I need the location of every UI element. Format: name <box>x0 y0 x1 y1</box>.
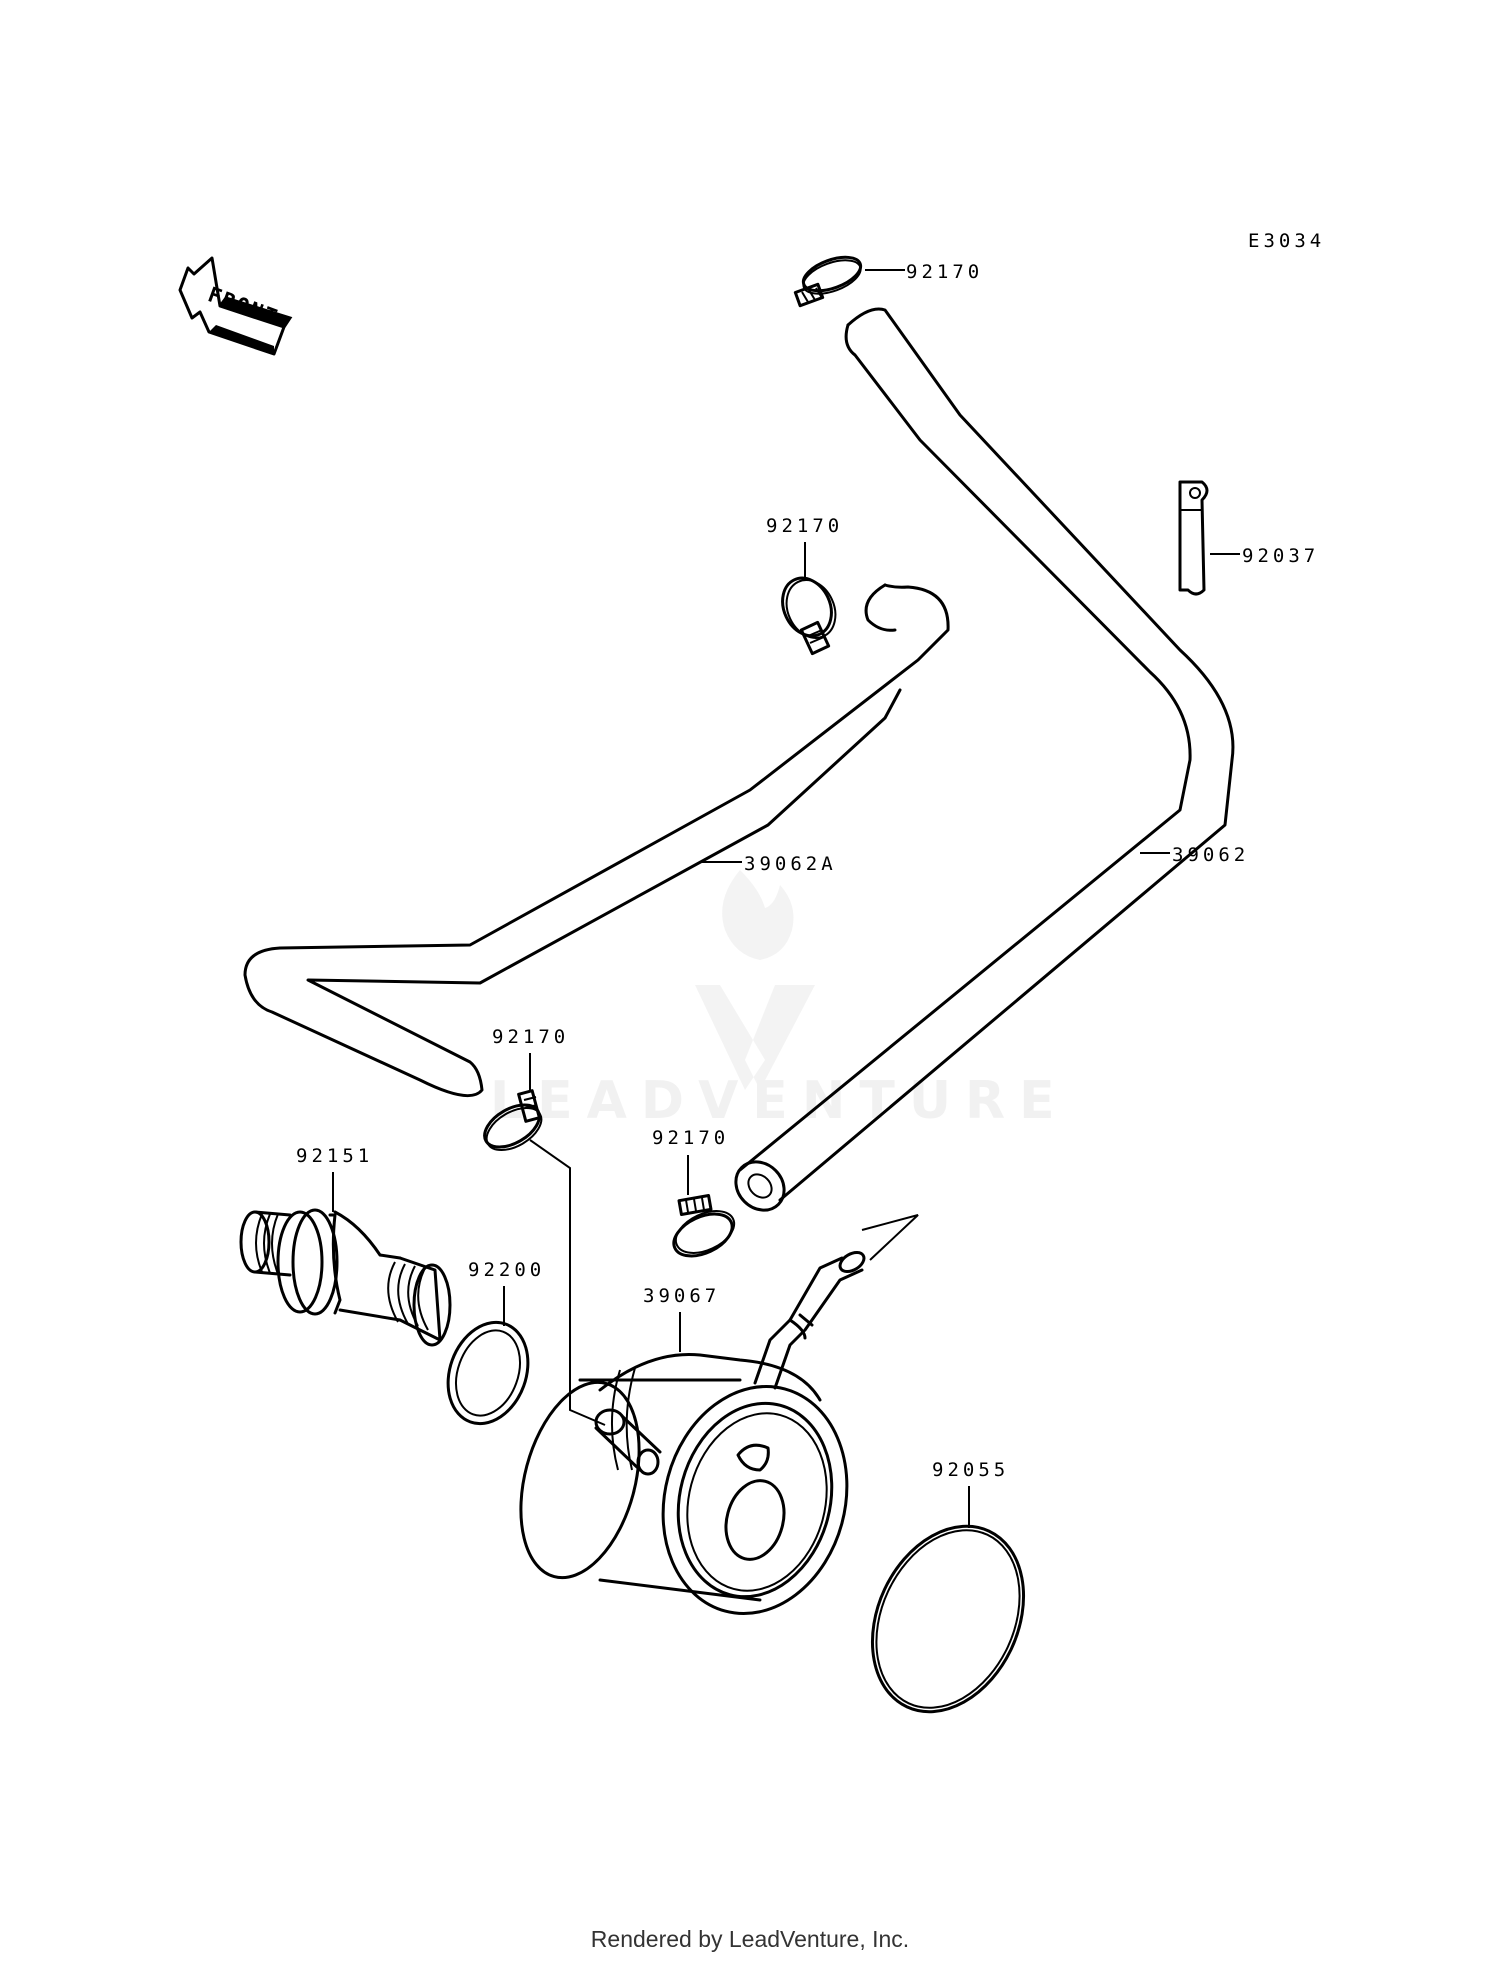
label-92170-lower: 92170 <box>652 1127 729 1149</box>
hose-clamp-top <box>793 255 863 308</box>
label-92037: 92037 <box>1242 545 1319 567</box>
watermark-text: LEADVENTURE <box>490 1071 1069 1131</box>
oil-cooler-39067 <box>519 1214 919 1615</box>
footer-credit: Rendered by LeadVenture, Inc. <box>590 1926 910 1952</box>
hose-clamp-lower <box>672 1194 736 1258</box>
label-39067: 39067 <box>643 1285 720 1307</box>
hose-clamp-mid <box>483 1089 543 1152</box>
label-92200: 92200 <box>468 1259 545 1281</box>
leadventure-watermark: LEADVENTURE <box>490 870 1069 1131</box>
label-92170-top: 92170 <box>906 261 983 283</box>
diagram-code: E3034 <box>1248 230 1325 252</box>
hose-39062a <box>243 583 950 1098</box>
o-ring-92200 <box>446 1320 530 1426</box>
band-92037 <box>1178 480 1209 596</box>
label-92170-upper: 92170 <box>766 515 843 537</box>
label-39062a: 39062A <box>744 853 837 875</box>
hose-39062 <box>734 307 1235 1212</box>
hose-clamp-upper <box>781 576 837 656</box>
label-92055: 92055 <box>932 1459 1009 1481</box>
label-92151: 92151 <box>296 1145 373 1167</box>
union-bolt-92151 <box>239 1208 452 1347</box>
front-arrow-icon: FRONT <box>178 256 293 356</box>
o-ring-92055 <box>870 1524 1026 1714</box>
label-92170-mid: 92170 <box>492 1026 569 1048</box>
label-39062: 39062 <box>1172 844 1249 866</box>
